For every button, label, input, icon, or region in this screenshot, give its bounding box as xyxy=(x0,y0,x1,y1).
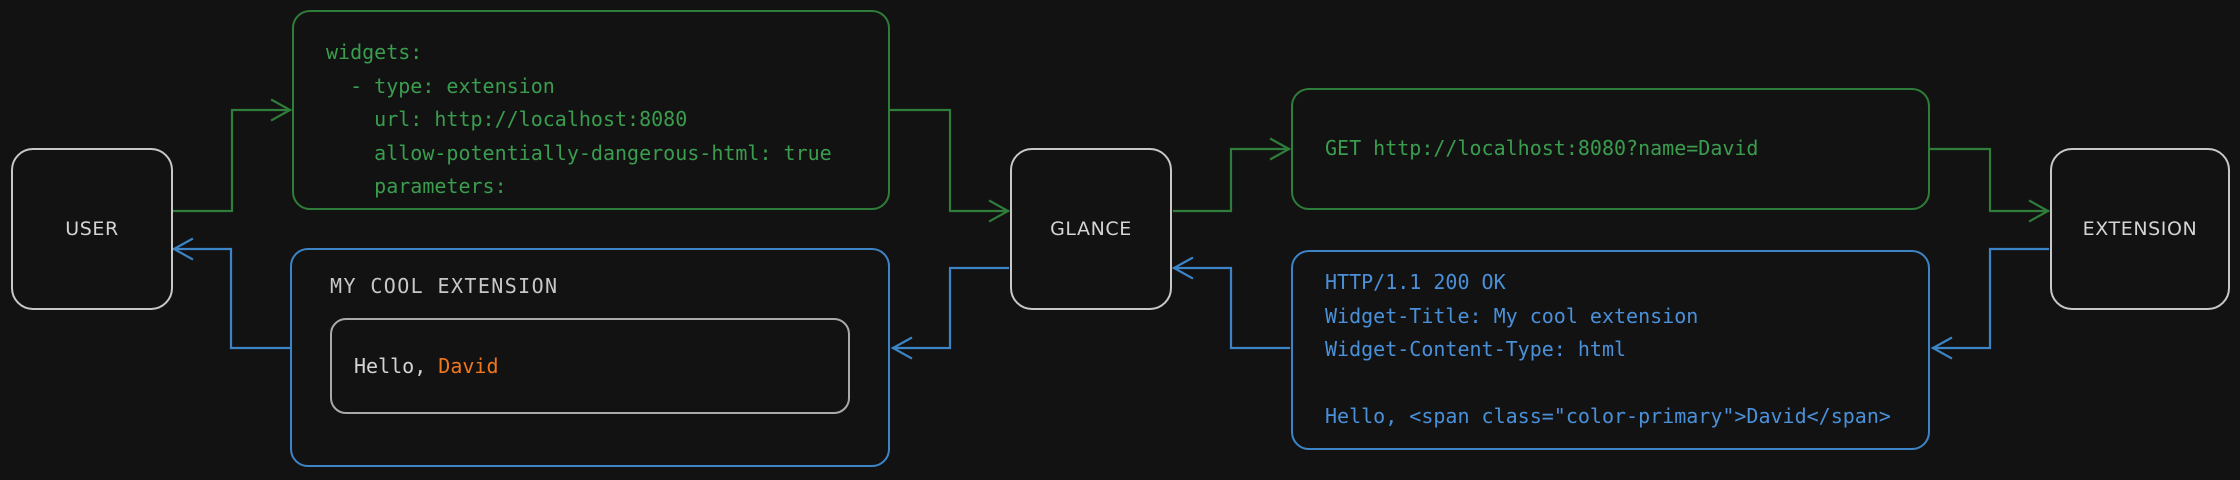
node-extension[interactable]: EXTENSION xyxy=(2050,148,2230,310)
edge-user-to-config xyxy=(171,98,293,213)
edge-response-to-glance xyxy=(1171,256,1291,350)
get-request-text: GET http://localhost:8080?name=David xyxy=(1325,136,1759,161)
message-yaml-config: widgets: - type: extension url: http://l… xyxy=(292,10,890,210)
edge-glance-to-get xyxy=(1172,137,1292,213)
widget-title: MY COOL EXTENSION xyxy=(330,274,559,298)
node-user[interactable]: USER xyxy=(11,148,173,310)
node-extension-label: EXTENSION xyxy=(2082,218,2198,240)
widget-greeting-name: David xyxy=(438,354,499,378)
yaml-config-text: widgets: - type: extension url: http://l… xyxy=(326,40,832,208)
edge-config-to-glance xyxy=(889,108,1011,223)
edge-glance-to-widget xyxy=(890,266,1010,360)
edge-extension-to-response xyxy=(1930,247,2050,360)
message-rendered-widget: MY COOL EXTENSION Hello, David xyxy=(290,248,890,467)
widget-greeting-prefix: Hello, xyxy=(354,354,439,378)
node-glance[interactable]: GLANCE xyxy=(1010,148,1172,310)
http-response-text: HTTP/1.1 200 OK Widget-Title: My cool ex… xyxy=(1325,270,1891,429)
node-glance-label: GLANCE xyxy=(1050,218,1132,240)
widget-content-panel: Hello, David xyxy=(330,318,850,414)
message-http-response: HTTP/1.1 200 OK Widget-Title: My cool ex… xyxy=(1291,250,1930,450)
node-user-label: USER xyxy=(65,218,119,240)
edge-widget-to-user xyxy=(171,237,291,350)
message-get-request: GET http://localhost:8080?name=David xyxy=(1291,88,1930,210)
edge-get-to-extension xyxy=(1929,147,2051,223)
